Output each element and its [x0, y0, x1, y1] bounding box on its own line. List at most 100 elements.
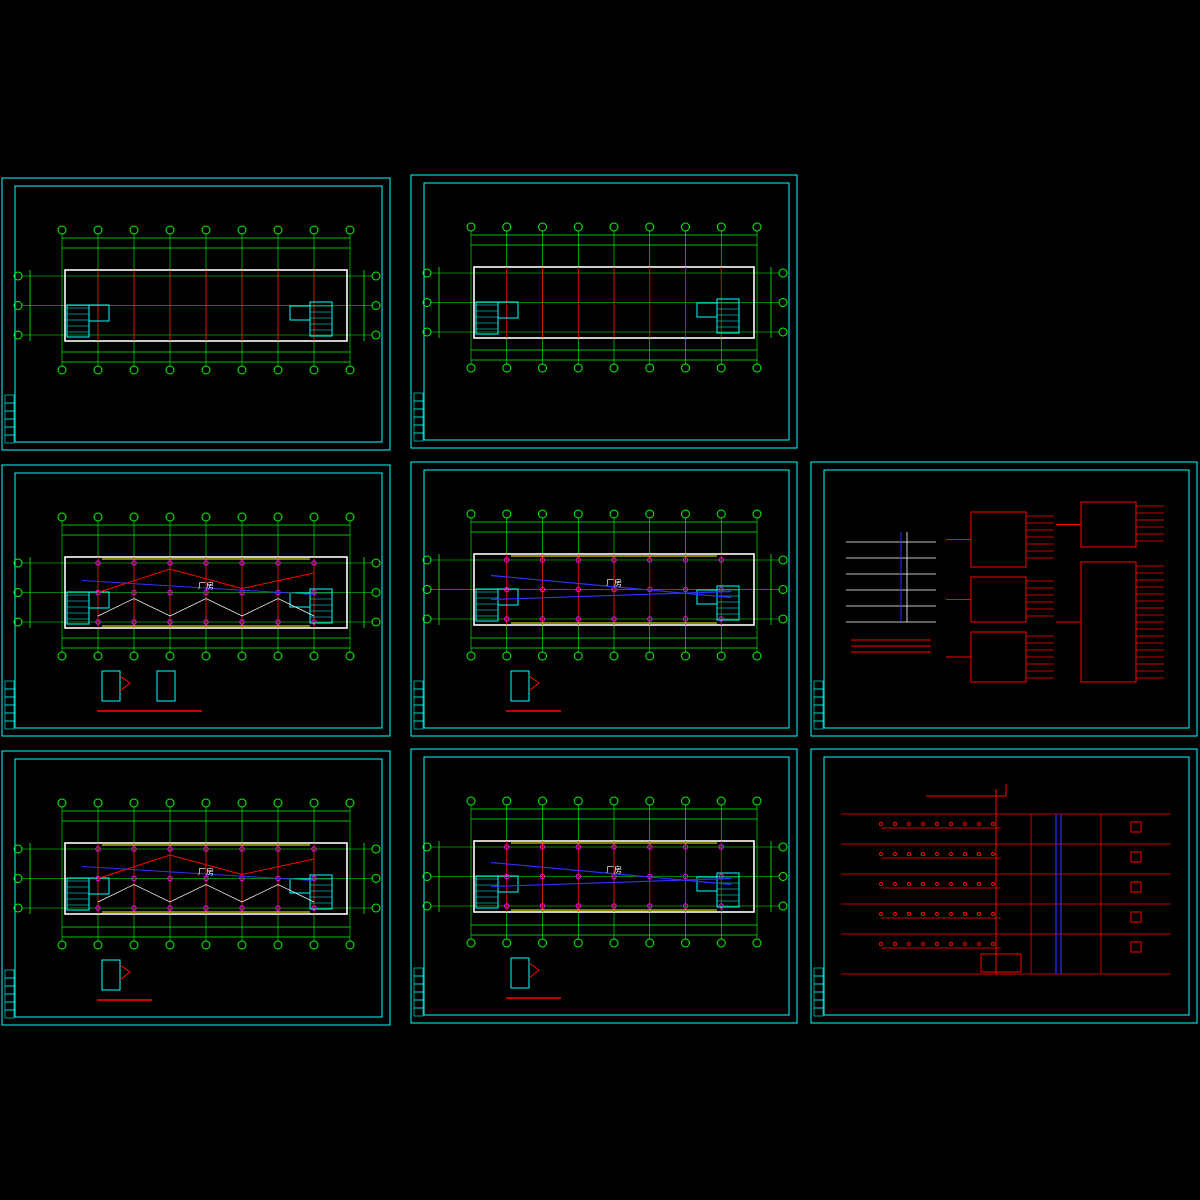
axis-bubble-right — [778, 614, 788, 624]
light-fixture — [682, 586, 689, 593]
axis-bubble-bottom — [309, 940, 319, 950]
title-block — [413, 392, 424, 442]
room-label: 厂房 — [606, 578, 622, 588]
axis-bubble-top — [502, 222, 512, 232]
light-fixture — [718, 557, 724, 563]
light-fixture — [611, 844, 617, 850]
title-block — [413, 967, 424, 1017]
riser-device — [920, 881, 926, 887]
structural-columns — [506, 267, 722, 338]
sheet-outer-border — [410, 461, 798, 737]
axis-bubble-left — [13, 844, 23, 854]
axis-bubble-right — [371, 271, 381, 281]
riser-device — [976, 911, 982, 917]
riser-device — [948, 821, 954, 827]
riser-device — [906, 881, 912, 887]
axis-bubble-bottom — [237, 940, 247, 950]
room-left — [497, 875, 519, 893]
title-block-cell — [4, 720, 15, 730]
axis-bubble-top — [309, 225, 319, 235]
riser-device — [934, 821, 940, 827]
riser-device — [990, 941, 996, 947]
axis-bubble-top — [273, 798, 283, 808]
room-right — [696, 302, 718, 318]
axis-bubble-top — [309, 512, 319, 522]
light-fixture — [539, 903, 546, 909]
axis-bubble-bottom — [466, 938, 476, 948]
axis-bubble-bottom — [165, 940, 175, 950]
axis-bubble-bottom — [645, 651, 655, 661]
light-fixture — [275, 905, 281, 911]
light-fixture — [167, 589, 173, 596]
axis-bubble-top — [645, 509, 655, 519]
axis-bubble-bottom — [57, 365, 67, 375]
axis-bubble-top — [681, 222, 690, 232]
riser-device — [948, 911, 954, 917]
light-fixture — [611, 616, 617, 622]
light-fixture — [504, 844, 510, 850]
sheet-4: 厂房 — [410, 461, 798, 737]
axis-bubble-left — [422, 555, 432, 565]
room-left — [497, 588, 519, 606]
axis-bubble-top — [273, 512, 283, 522]
axis-bubble-bottom — [345, 940, 355, 950]
structural-columns — [97, 270, 315, 341]
riser-device — [920, 911, 926, 917]
axis-bubble-left — [422, 268, 432, 278]
axis-bubble-top — [201, 512, 211, 522]
axis-bubble-bottom — [573, 651, 583, 661]
axis-bubble-bottom — [502, 651, 512, 661]
light-fixture — [647, 903, 653, 909]
riser-device — [990, 821, 996, 827]
title-block — [413, 680, 424, 730]
detail-wiring — [119, 675, 131, 692]
sheet-inner-border — [14, 758, 383, 1018]
title-block — [4, 969, 15, 1019]
light-fixture — [647, 844, 653, 850]
room-left — [88, 304, 110, 322]
axis-bubble-top — [752, 796, 762, 806]
riser-device — [892, 851, 898, 857]
axis-bubble-left — [422, 842, 432, 852]
axis-bubble-bottom — [538, 363, 547, 373]
detail-wiring — [119, 964, 131, 981]
axis-bubble-top — [129, 225, 139, 235]
axis-bubble-bottom — [645, 363, 655, 373]
light-fixture — [275, 846, 281, 852]
axis-bubble-top — [129, 512, 139, 522]
axis-bubble-top — [57, 512, 67, 522]
light-fixture — [647, 616, 653, 622]
light-fixture — [575, 557, 581, 563]
sheet-outer-border — [1, 177, 391, 451]
riser-device — [906, 821, 912, 827]
room-right — [696, 876, 718, 892]
sheet-2 — [410, 174, 798, 449]
axis-bubble-left — [422, 298, 432, 307]
axis-bubble-bottom — [345, 365, 355, 375]
axis-bubble-bottom — [201, 940, 211, 950]
floor-box — [1130, 881, 1142, 893]
wiring-feeder-2 — [490, 877, 732, 888]
riser-device — [962, 881, 968, 887]
axis-bubble-bottom — [502, 938, 512, 948]
axis-bubble-bottom — [165, 651, 175, 661]
detail-wiring — [528, 962, 540, 979]
light-fixture — [203, 619, 209, 625]
light-fixture — [682, 873, 689, 880]
stair-cores — [475, 585, 740, 622]
axis-bubble-left — [13, 301, 23, 310]
axis-bubble-top — [538, 796, 547, 806]
sheet-6: 厂房 — [1, 750, 391, 1026]
detail-stair-2 — [156, 670, 176, 702]
stair-cores — [66, 301, 333, 338]
axis-bubble-right — [371, 301, 381, 310]
axis-bubble-bottom — [716, 938, 726, 948]
axis-bubble-left — [422, 901, 432, 911]
riser-device — [920, 821, 926, 827]
axis-bubble-left — [13, 271, 23, 281]
axis-bubble-left — [13, 330, 23, 340]
axis-bubble-top — [609, 222, 619, 232]
axis-bubble-bottom — [681, 363, 690, 373]
axis-bubble-right — [778, 901, 788, 911]
